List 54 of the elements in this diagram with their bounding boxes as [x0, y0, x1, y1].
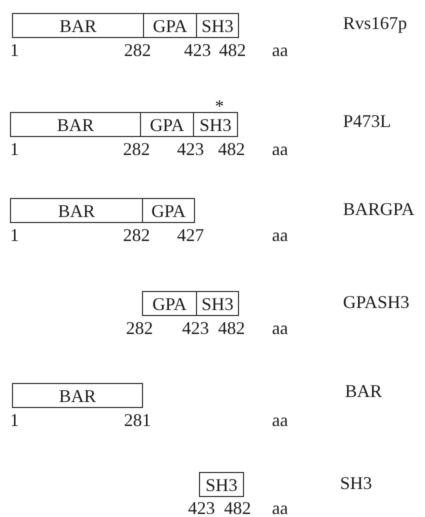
unit-label: aa — [272, 41, 288, 59]
domain-box — [142, 291, 197, 316]
domain-label: BAR — [56, 116, 94, 134]
domain-box — [10, 112, 141, 137]
unit-label: aa — [272, 411, 288, 429]
domain-box — [199, 472, 244, 497]
unit-label: aa — [272, 140, 288, 158]
construct-name: Rvs167p — [343, 14, 408, 32]
mutation-mark: * — [215, 97, 224, 115]
residue-number: 423 — [188, 499, 215, 517]
domain-label: SH3 — [205, 476, 238, 494]
unit-label: aa — [272, 226, 288, 244]
residue-number: 482 — [224, 499, 251, 517]
residue-number: 482 — [218, 140, 245, 158]
domain-box — [142, 198, 195, 223]
residue-number: 482 — [219, 41, 246, 59]
domain-box — [143, 13, 197, 38]
residue-number: 1 — [10, 140, 19, 158]
construct-name: BAR — [345, 382, 382, 400]
domain-label: BAR — [58, 202, 95, 220]
residue-number: 482 — [218, 319, 245, 337]
residue-number: 281 — [124, 411, 151, 429]
domain-label: SH3 — [201, 16, 234, 34]
residue-number: 427 — [177, 226, 204, 244]
residue-number: 423 — [177, 140, 204, 158]
residue-number: 282 — [126, 319, 153, 337]
residue-number: 1 — [10, 226, 19, 244]
domain-box — [10, 198, 143, 223]
residue-number: 282 — [123, 226, 150, 244]
domain-box — [12, 383, 143, 408]
domain-label: BAR — [59, 16, 96, 34]
construct-name: P473L — [343, 112, 392, 130]
domain-box — [196, 291, 239, 316]
domain-box — [196, 13, 239, 38]
residue-number: 282 — [124, 41, 151, 59]
domain-label: GPA — [152, 294, 187, 312]
construct-name: SH3 — [340, 474, 372, 492]
unit-label: aa — [272, 319, 288, 337]
residue-number: 423 — [182, 319, 209, 337]
domain-box — [12, 13, 144, 38]
residue-number: 282 — [123, 140, 150, 158]
construct-name: BARGPA — [343, 200, 414, 218]
domain-label: SH3 — [201, 294, 234, 312]
domain-label: GPA — [150, 116, 184, 134]
domain-label: GPA — [152, 16, 188, 34]
residue-number: 1 — [10, 411, 19, 429]
residue-number: 1 — [10, 41, 19, 59]
residue-number: 423 — [184, 41, 211, 59]
domain-label: SH3 — [199, 116, 232, 134]
domain-label: GPA — [151, 202, 186, 220]
unit-label: aa — [272, 499, 288, 517]
domain-box — [140, 112, 194, 137]
domain-label: BAR — [58, 386, 96, 404]
construct-name: GPASH3 — [343, 293, 410, 311]
